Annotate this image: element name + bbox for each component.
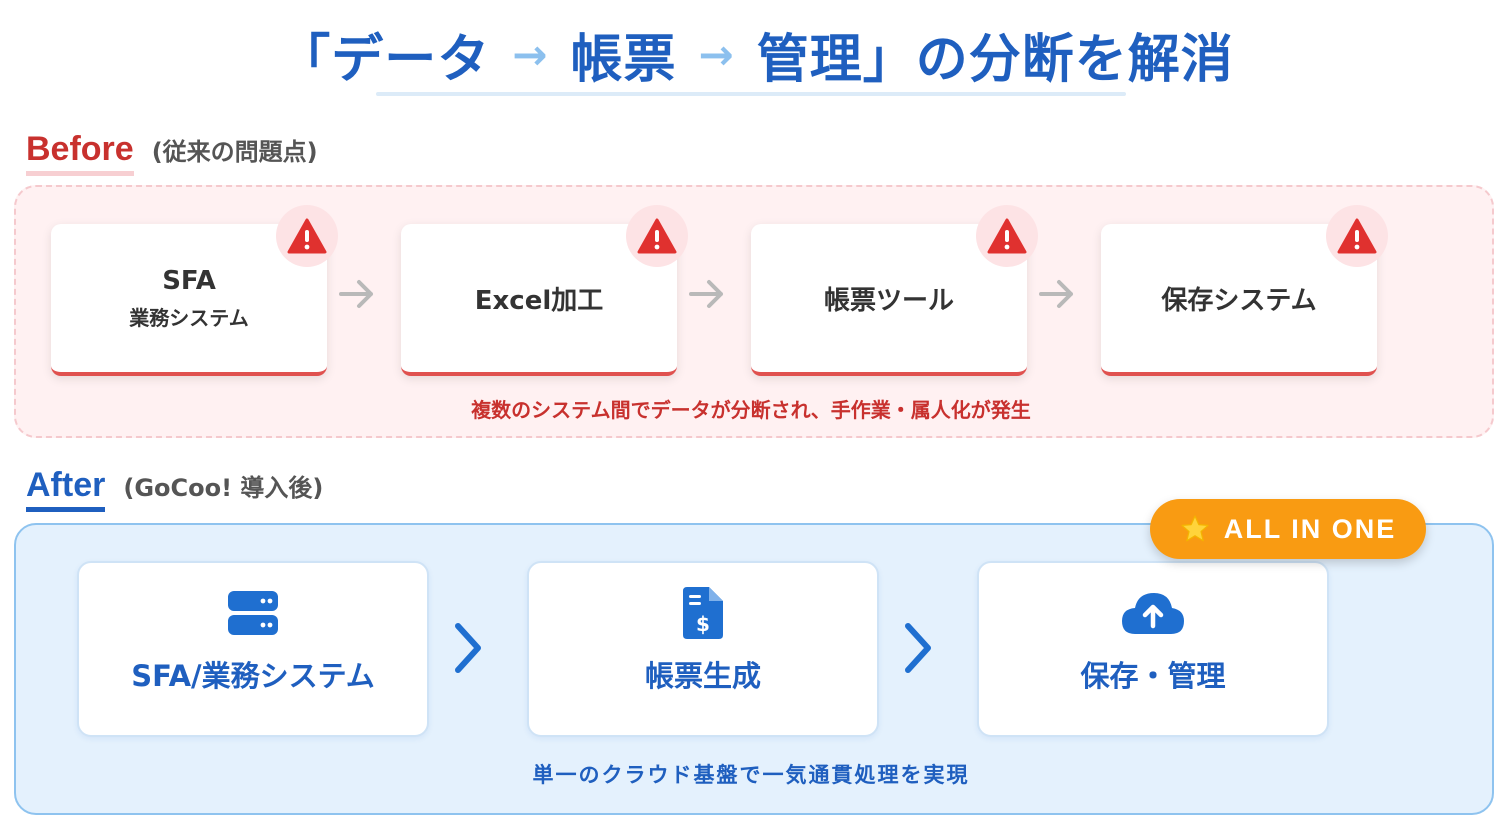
chevron-right-icon [905, 623, 931, 673]
after-card-sfa: SFA/業務システム [77, 561, 429, 737]
title-document: 帳票 [570, 29, 677, 90]
after-caption: 単一のクラウド基盤で一気通貫処理を実現 [532, 763, 970, 787]
before-card-title: 帳票ツール [823, 285, 954, 316]
before-card-subtitle: 業務システム [129, 305, 249, 330]
after-card-document: $ 帳票生成 [527, 561, 879, 737]
before-card-title: SFA [162, 265, 216, 296]
after-card-label: SFA/業務システム [131, 659, 375, 693]
warning-icon [626, 205, 688, 267]
before-card-title: Excel加工 [474, 285, 604, 316]
warning-icon [1326, 205, 1388, 267]
cloud-upload-icon [979, 581, 1327, 645]
chevron-right-icon [455, 623, 481, 673]
arrow-right-icon [1039, 280, 1073, 308]
after-section-label: After (GoCoo! 導入後) [26, 466, 323, 512]
invoice-icon: $ [529, 581, 877, 645]
after-card-storage: 保存・管理 [977, 561, 1329, 737]
title-underline [376, 92, 1126, 96]
warning-icon [976, 205, 1038, 267]
page-title: 「データ → 帳票 → 管理」の分断を解消 [0, 14, 1512, 94]
after-card-label: 保存・管理 [1080, 659, 1226, 693]
title-arrow-2: → [698, 29, 735, 79]
title-data: 「データ [278, 29, 491, 90]
all-in-one-badge: ALL IN ONE [1150, 499, 1426, 559]
before-section-label: Before (従来の問題点) [26, 130, 318, 176]
arrow-right-icon [689, 280, 723, 308]
before-subheading: (従来の問題点) [151, 138, 318, 166]
before-caption: 複数のシステム間でデータが分断され、手作業・属人化が発生 [471, 398, 1031, 422]
before-heading: Before [26, 130, 134, 176]
before-card-form-tool: 帳票ツール [751, 224, 1027, 376]
after-heading: After [26, 466, 106, 512]
after-subheading: (GoCoo! 導入後) [123, 474, 324, 502]
title-arrow-1: → [512, 29, 549, 79]
svg-text:$: $ [696, 612, 710, 636]
badge-label: ALL IN ONE [1223, 513, 1397, 544]
star-icon [1181, 515, 1209, 542]
server-icon [79, 581, 427, 645]
after-card-label: 帳票生成 [644, 659, 761, 693]
before-card-title: 保存システム [1161, 285, 1317, 316]
warning-icon [276, 205, 338, 267]
title-management: 管理」の分断を解消 [756, 29, 1234, 90]
arrow-right-icon [339, 280, 373, 308]
